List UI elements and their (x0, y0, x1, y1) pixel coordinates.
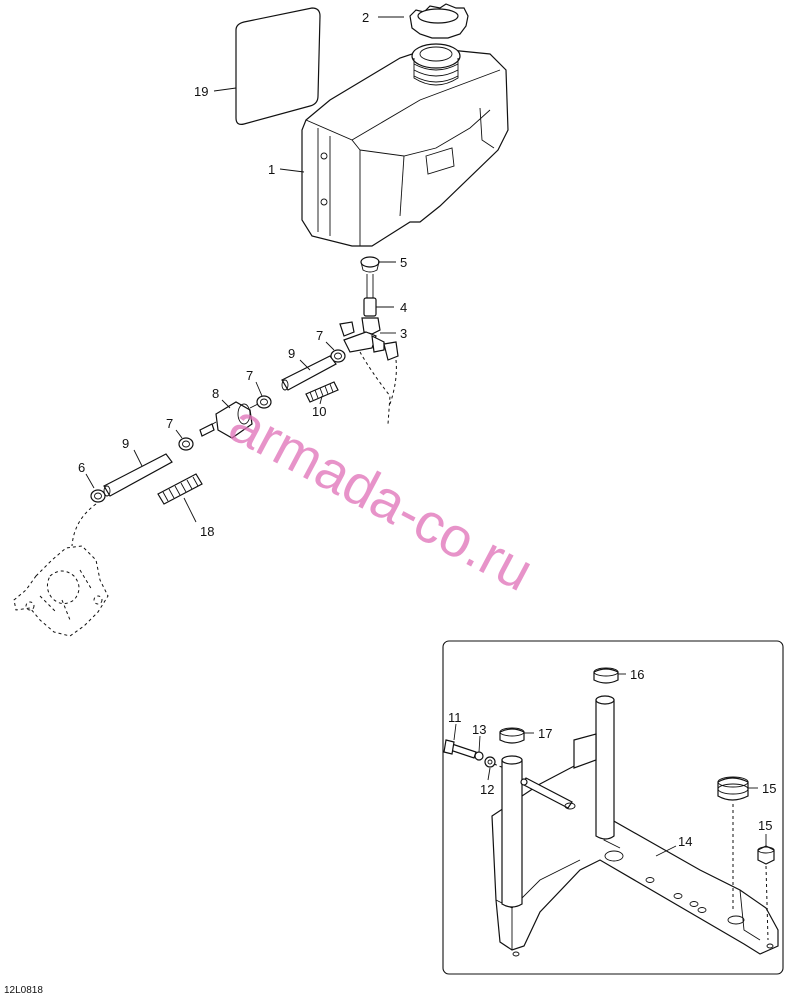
callout-2: 2 (362, 10, 369, 25)
inset-support-frame (442, 640, 784, 975)
callout-10: 10 (312, 404, 326, 419)
callout-11: 11 (448, 710, 462, 725)
callout-6: 6 (78, 460, 85, 475)
clamp-6 (90, 489, 106, 503)
leader-lines (85, 16, 767, 857)
callout-18: 18 (200, 524, 214, 539)
callout-7-lower: 7 (166, 416, 173, 431)
callout-1: 1 (268, 162, 275, 177)
oil-tank-1 (301, 43, 509, 247)
callout-9-lower: 9 (122, 436, 129, 451)
t-fitting-3 (339, 317, 399, 425)
callout-7-middle: 7 (246, 368, 253, 383)
callout-16: 15 (762, 781, 776, 796)
callout-15-lower: 17 (538, 726, 552, 741)
outlet-fitting-4 (363, 274, 377, 317)
clamp-7-upper (330, 349, 346, 363)
callout-8: 8 (212, 386, 219, 401)
figure-reference: 12L0818 (4, 985, 43, 996)
callout-19: 19 (194, 84, 208, 99)
filter-8 (199, 401, 259, 439)
spring-18 (157, 473, 203, 505)
callout-14: 14 (678, 834, 692, 849)
callout-4: 4 (400, 300, 407, 315)
callout-15-top: 16 (630, 667, 644, 682)
tank-cap-2 (409, 3, 469, 39)
decal-19 (235, 7, 321, 125)
callout-3: 3 (400, 326, 407, 341)
callouts: 2 19 1 5 4 3 7 9 10 7 8 7 9 6 18 16 17 1… (78, 10, 776, 849)
callout-5: 5 (400, 255, 407, 270)
callout-9-upper: 9 (288, 346, 295, 361)
oil-pump-phantom (13, 503, 109, 637)
clamp-7-lower (178, 437, 194, 451)
callout-7-upper: 7 (316, 328, 323, 343)
callout-17: 15 (758, 818, 772, 833)
spring-10 (305, 381, 339, 403)
hose-9-upper (281, 355, 337, 391)
callout-13: 13 (472, 722, 486, 737)
clamp-7-middle (256, 395, 272, 409)
hose-9-lower (103, 453, 173, 497)
callout-12: 12 (480, 782, 494, 797)
grommet-5 (360, 256, 380, 273)
